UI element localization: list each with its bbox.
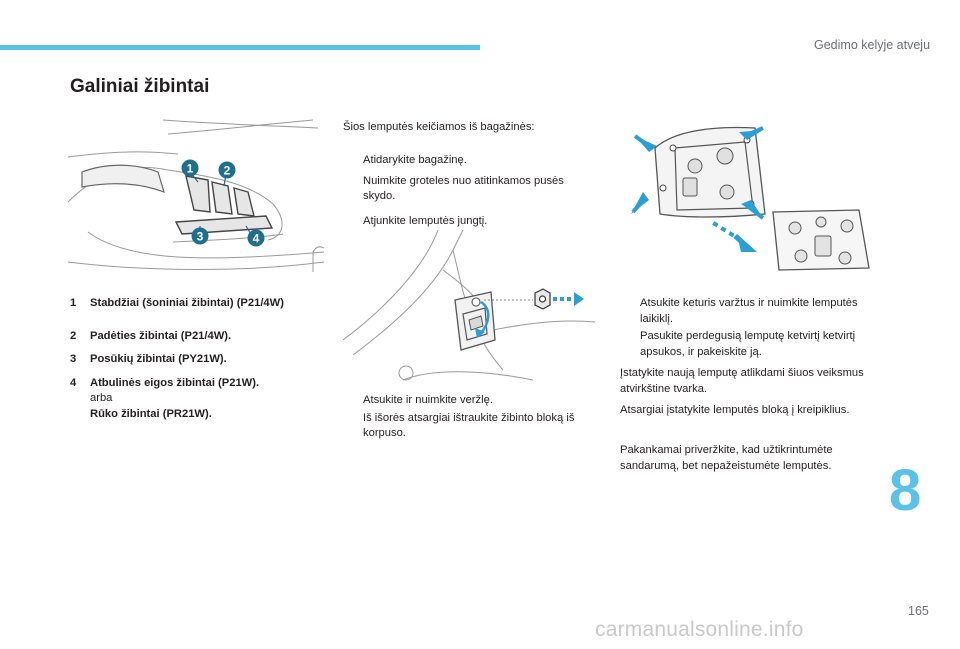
watermark: carmanualsonline.info — [595, 618, 804, 641]
step-item: Atidarykite bagažinę. — [363, 154, 467, 166]
step-item: Pasukite perdegusią lemputę ketvirtį ket… — [640, 330, 856, 358]
lamp-item-4: 4 Atbulinės eigos žibintai (P21W). arba … — [70, 376, 260, 420]
lamp-list: 1 Stabdžiai (šoniniai žibintai) (P21/4W)… — [70, 296, 320, 422]
steps-group-2: Atsukite ir nuimkite veržlę. Iš išorės a… — [343, 393, 595, 447]
lamp-item-2: 2 Padėties žibintai (P21/4W). — [70, 329, 232, 342]
steps-group-3: Atsukite keturis varžtus ir nuimkite lem… — [620, 296, 870, 365]
page-heading: Galiniai žibintai — [70, 76, 210, 97]
trunk-nut-figure — [343, 230, 595, 381]
callout-label-4: 4 — [253, 232, 260, 246]
callout-badge-4: 4 — [247, 229, 265, 247]
page-number: 165 — [908, 604, 929, 618]
step-item: Atjunkite lemputės jungtį. — [363, 214, 488, 227]
callout-label-2: 2 — [224, 164, 231, 178]
step-item: Nuimkite groteles nuo atitinkamos pusės … — [363, 174, 564, 203]
lamp-item-3: 3 Posūkių žibintai (PY21W). — [70, 353, 227, 365]
callout-badge-3: 3 — [191, 227, 209, 245]
intro-text: Šios lemputės keičiamos iš bagažinės: — [343, 121, 535, 133]
chapter-number: 8 — [889, 458, 922, 523]
paragraph-guides: Atsargiai įstatykite lemputės bloką į kr… — [620, 404, 850, 416]
callout-label-3: 3 — [197, 230, 204, 244]
paragraph-tighten: Pakankamai priveržkite, kad užtikrintumė… — [620, 444, 833, 472]
steps-group-1: Atidarykite bagažinę. Nuimkite groteles … — [343, 153, 593, 234]
step-item: Atsukite keturis varžtus ir nuimkite lem… — [640, 297, 858, 325]
step-item: Iš išorės atsargiai ištraukite žibinto b… — [363, 411, 575, 440]
lamp-item-1: 1 Stabdžiai (šoniniai žibintai) (P21/4W) — [70, 297, 284, 309]
callout-badge-2: 2 — [218, 161, 236, 179]
callout-label-1: 1 — [187, 162, 194, 176]
rear-lamp-figure: 1 2 3 4 — [68, 119, 324, 272]
lamp-holder-figure — [631, 126, 870, 271]
top-accent-bar — [0, 45, 480, 50]
step-item: Atsukite ir nuimkite veržlę. — [363, 394, 493, 406]
callout-badge-1: 1 — [181, 159, 199, 177]
section-title: Gedimo kelyje atveju — [814, 38, 931, 52]
paragraph-reinstall: Įstatykite naują lemputę atlikdami šiuos… — [620, 367, 864, 395]
